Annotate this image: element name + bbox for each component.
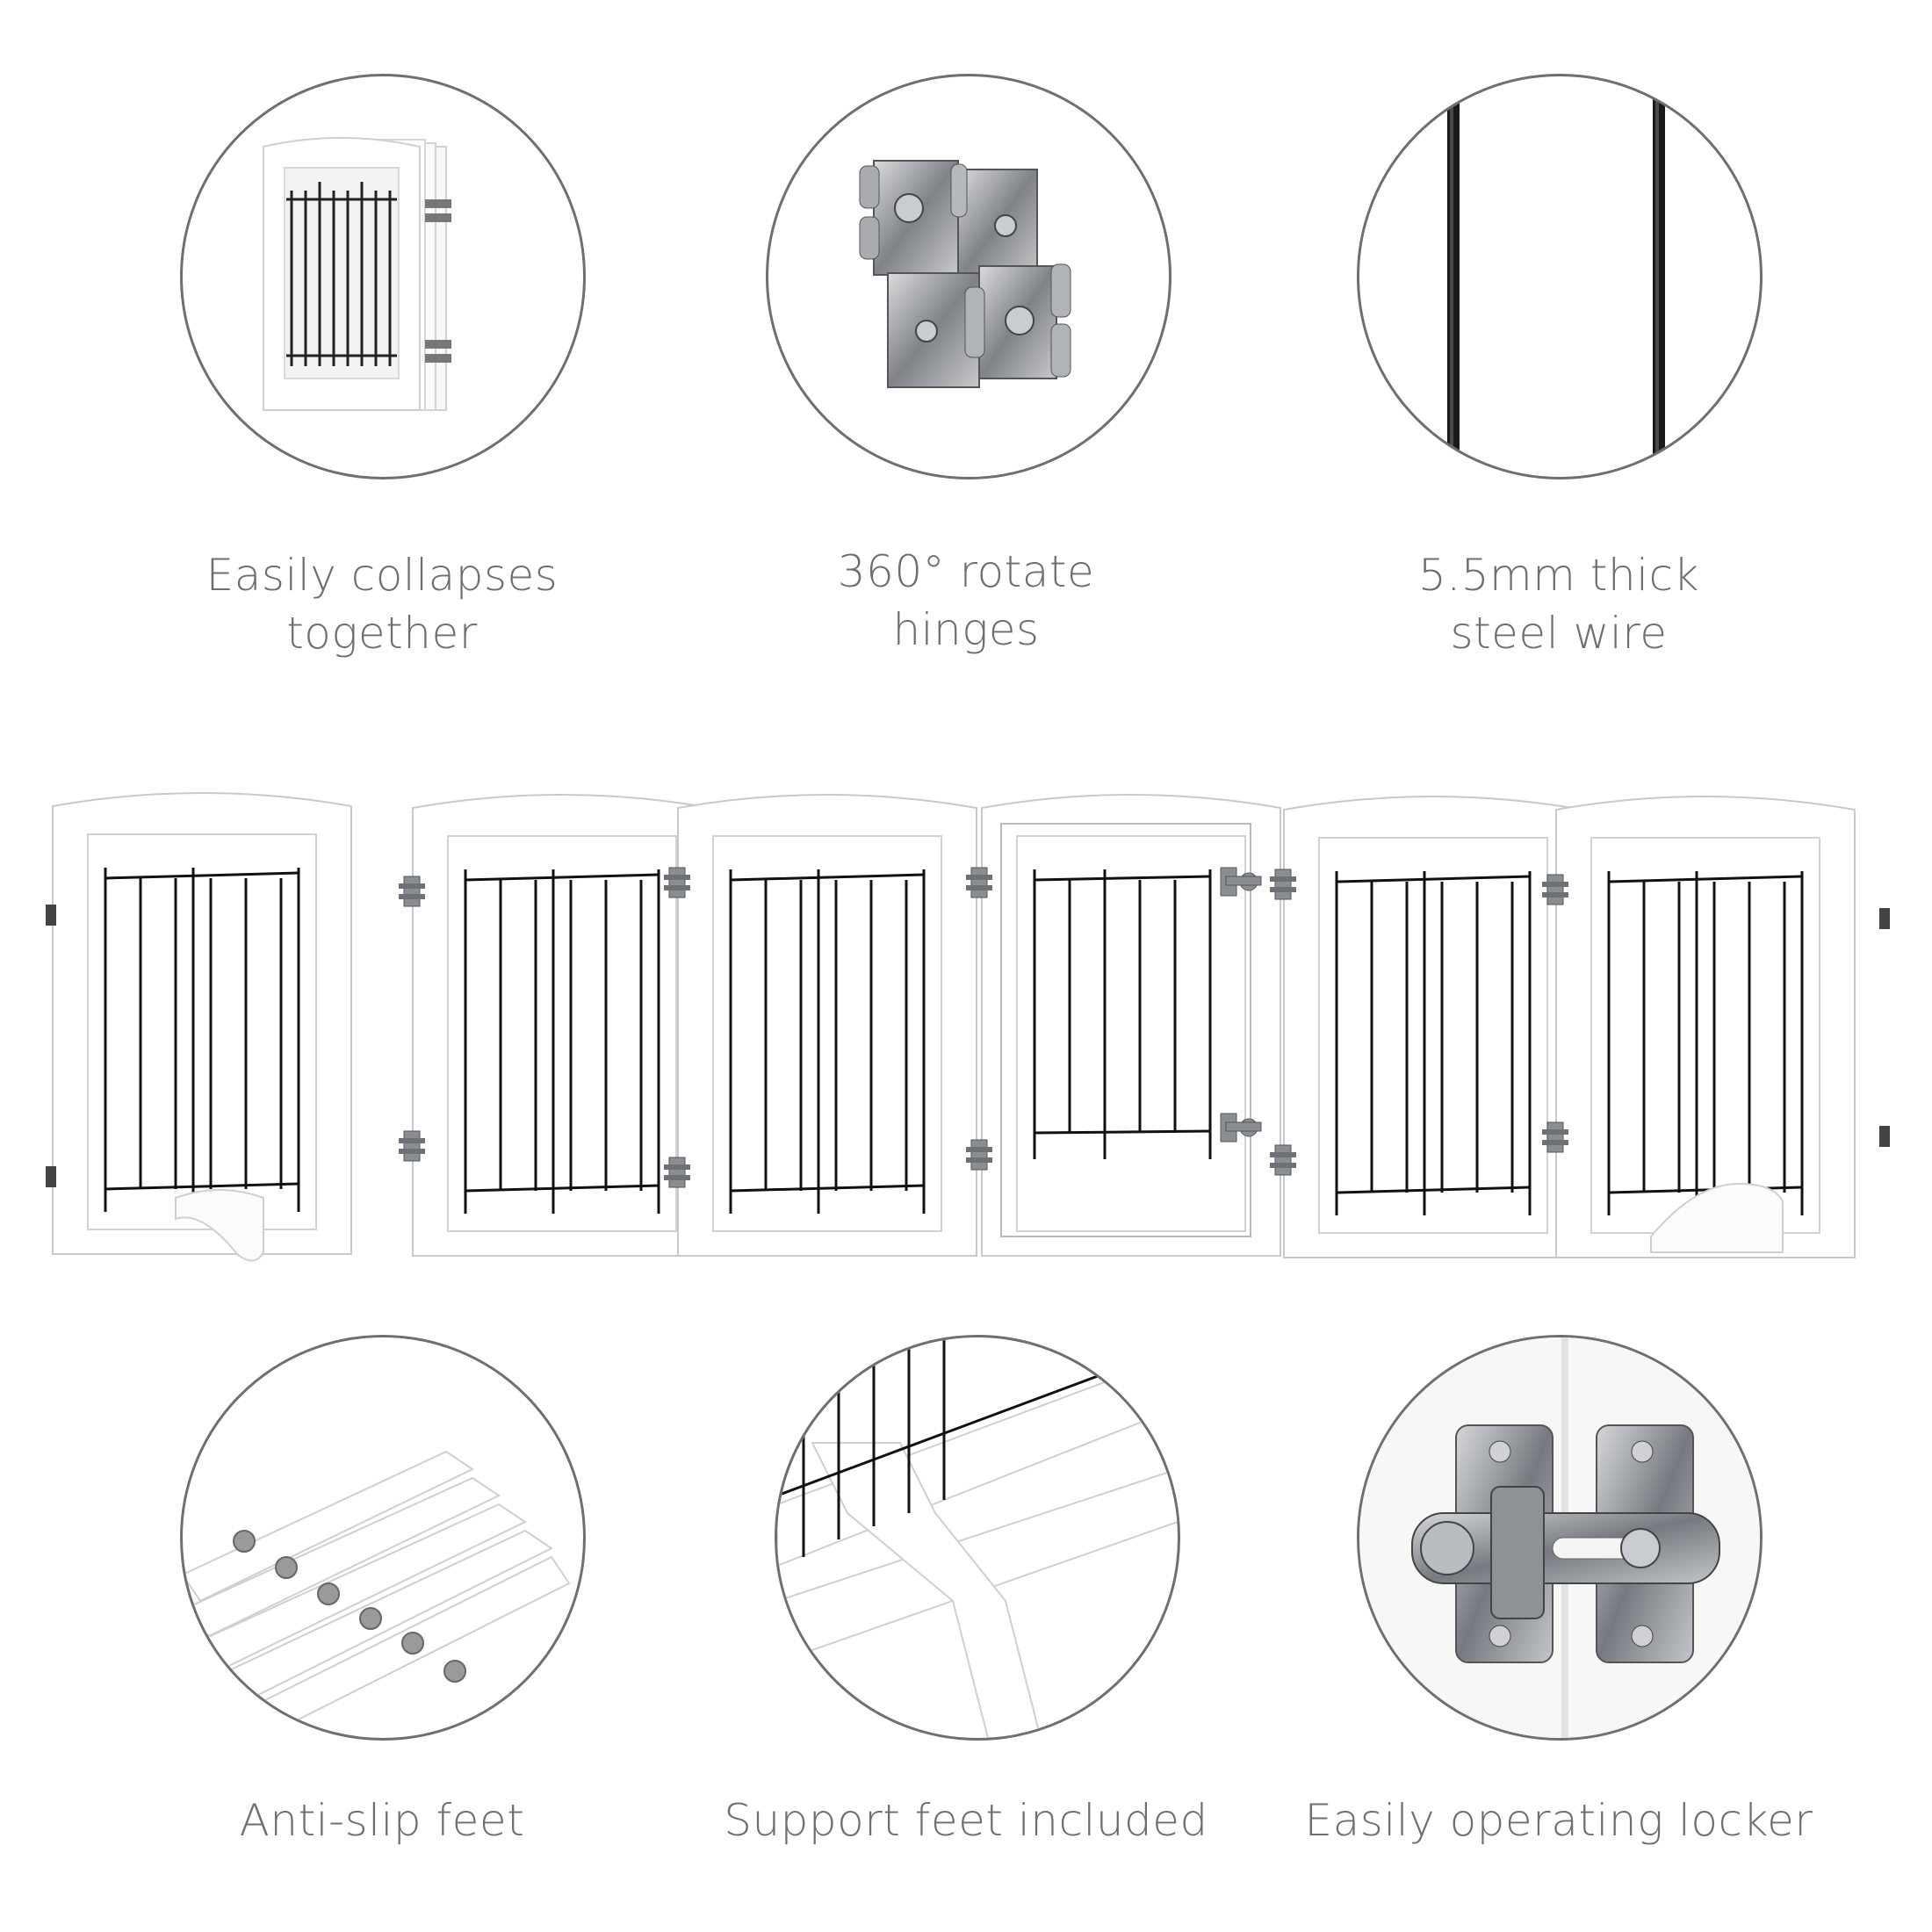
caption-line: steel wire — [1450, 608, 1668, 659]
support-feet-image — [775, 1335, 1180, 1741]
caption-line: 360° rotate — [837, 546, 1095, 597]
caption-line: Easily collapses — [205, 550, 559, 601]
feature-caption: Anti-slip feet — [110, 1791, 654, 1849]
hinge-image — [766, 74, 1171, 479]
caption-line: Anti-slip feet — [239, 1795, 525, 1846]
anti-slip-feet-image — [180, 1335, 586, 1741]
latch-locker-image — [1357, 1335, 1763, 1741]
caption-line: together — [286, 608, 478, 659]
caption-line: hinges — [892, 604, 1040, 655]
folded-gate-image — [180, 74, 586, 479]
feature-caption: 5.5mm thick steel wire — [1287, 546, 1831, 662]
feature-caption: Easily collapses together — [110, 546, 654, 662]
caption-line: 5.5mm thick — [1418, 550, 1699, 601]
caption-line: Easily operating locker — [1304, 1795, 1813, 1846]
pet-gate-image — [46, 792, 1890, 1262]
caption-line: Support feet included — [724, 1795, 1208, 1846]
steel-wire-image — [1357, 74, 1763, 479]
feature-caption: 360° rotate hinges — [694, 543, 1238, 659]
feature-caption: Support feet included — [694, 1791, 1238, 1849]
feature-caption: Easily operating locker — [1287, 1791, 1831, 1849]
